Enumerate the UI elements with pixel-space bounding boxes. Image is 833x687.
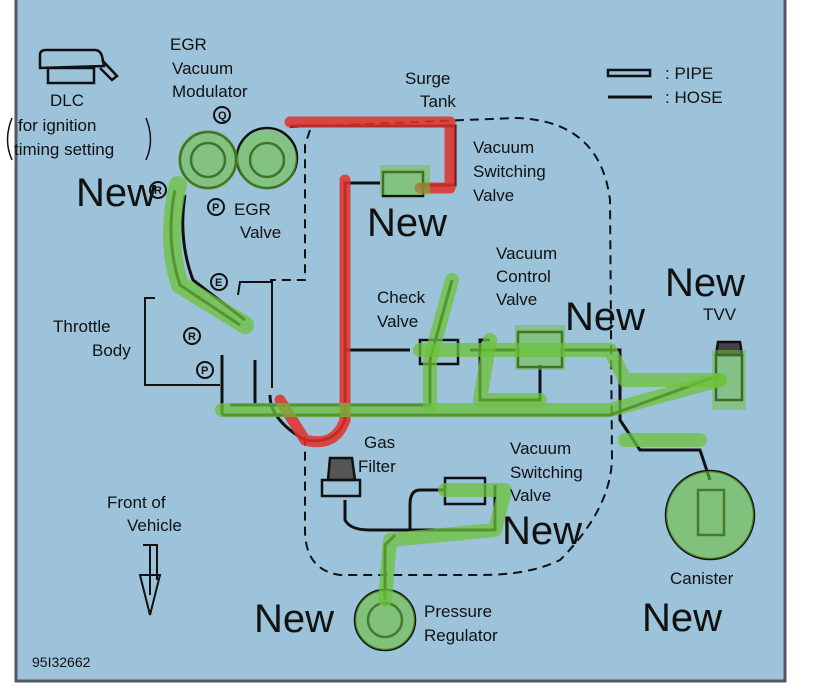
new-annotation-vsv-top: New: [367, 201, 447, 245]
new-annotation-tvv: New: [665, 261, 745, 305]
diagram-background: [15, 0, 786, 682]
port-letters: [149, 106, 231, 379]
label-front-of-vehicle-2: Vehicle: [127, 516, 182, 535]
port-r-bottom: R: [188, 331, 196, 343]
legend-hose-label: : HOSE: [665, 88, 723, 107]
label-egr-vacuum-modulator-1: EGR: [170, 35, 207, 54]
label-egr-vacuum-modulator-3: Modulator: [172, 82, 248, 101]
label-dlc-1: DLC: [50, 91, 84, 110]
red-highlight: [274, 116, 456, 448]
label-vsv-top-3: Valve: [473, 186, 514, 205]
figure-id: 95I32662: [32, 654, 91, 670]
legend-pipe-symbol: [606, 68, 652, 78]
label-vcv-1: Vacuum: [496, 244, 557, 263]
label-gas-filter-2: Filter: [358, 457, 396, 476]
dlc-paren-left: [6, 117, 13, 161]
label-vcv-2: Control: [496, 267, 551, 286]
label-vsv-bottom-2: Switching: [510, 463, 583, 482]
label-gas-filter-1: Gas: [364, 433, 395, 452]
label-throttle-body-1: Throttle: [53, 317, 111, 336]
label-vsv-bottom-1: Vacuum: [510, 439, 571, 458]
new-annotations: New New New New New New New: [76, 171, 745, 641]
legend: : PIPE : HOSE: [606, 64, 723, 107]
port-r-top: R: [154, 185, 162, 197]
label-dlc-3: timing setting: [14, 140, 114, 159]
engine-outline: [289, 116, 614, 576]
label-egr-vacuum-modulator-2: Vacuum: [172, 59, 233, 78]
label-check-valve-2: Valve: [377, 312, 418, 331]
front-arrow-icon: [138, 544, 162, 616]
dlc-icon: [38, 48, 119, 85]
label-vsv-top-2: Switching: [473, 162, 546, 181]
label-vsv-bottom-3: Valve: [510, 486, 551, 505]
new-annotation-vsv-bottom: New: [502, 509, 582, 553]
port-e: E: [215, 277, 222, 289]
label-pressure-regulator-2: Regulator: [424, 626, 498, 645]
new-annotation-vcv: New: [565, 295, 645, 339]
label-dlc-2: for ignition: [18, 116, 96, 135]
label-surge-tank-2: Tank: [420, 92, 456, 111]
label-canister: Canister: [670, 569, 734, 588]
egr-outline: [270, 129, 311, 281]
label-vsv-top-1: Vacuum: [473, 138, 534, 157]
label-front-of-vehicle-1: Front of: [107, 493, 166, 512]
component-labels: EGR Vacuum Modulator DLC for ignition ti…: [14, 35, 737, 670]
label-egr-valve-1: EGR: [234, 200, 271, 219]
legend-pipe-label: : PIPE: [665, 64, 713, 83]
label-tvv: TVV: [703, 305, 737, 324]
port-p-bottom: P: [201, 365, 208, 377]
new-annotation-canister: New: [642, 596, 722, 640]
throttle-body-outline: [144, 281, 273, 388]
label-pressure-regulator-1: Pressure: [424, 602, 492, 621]
label-surge-tank-1: Surge: [405, 69, 450, 88]
label-throttle-body-2: Body: [92, 341, 131, 360]
label-check-valve-1: Check: [377, 288, 426, 307]
label-egr-valve-2: Valve: [240, 223, 281, 242]
port-p-top: P: [212, 202, 219, 214]
new-annotation-pressure-regulator: New: [254, 597, 334, 641]
dlc-paren-right: [145, 117, 152, 161]
port-q: Q: [218, 110, 227, 122]
green-highlight: [162, 130, 754, 650]
label-vcv-3: Valve: [496, 290, 537, 309]
gas-filter: [320, 456, 362, 498]
new-annotation-egr: New: [76, 171, 156, 215]
